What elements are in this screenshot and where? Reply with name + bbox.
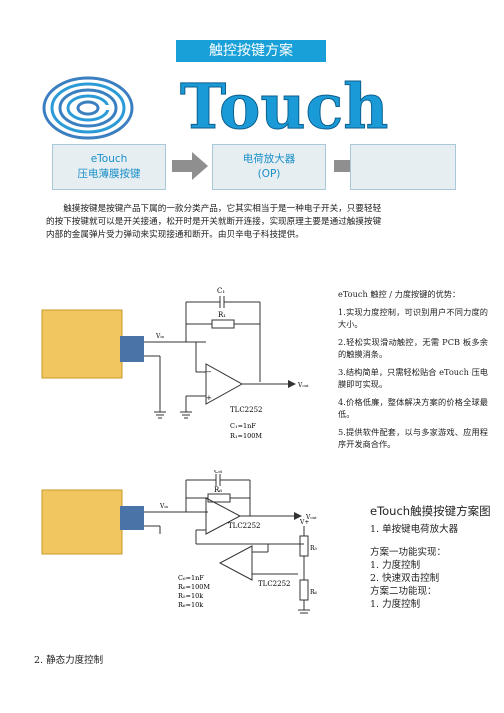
param-c1: C₁=1nF: [230, 422, 256, 430]
scheme-line: 1. 力度控制: [370, 599, 421, 610]
etouch-logo: Touch: [42, 72, 389, 144]
scheme-title: eTouch触摸按键方案图: [370, 504, 491, 518]
op-amp-label: TLC2252: [230, 406, 263, 414]
ra-label: R₅: [310, 545, 318, 552]
param-rb: R₆=10k: [178, 601, 203, 609]
static-force-control-line: 2. 静态力度控制: [34, 655, 104, 666]
svg-text:−: −: [206, 368, 212, 376]
scheme-line: 1. 单按键电荷放大器: [370, 524, 459, 535]
advantages-list: eTouch 触控 / 力度按键的优势： 1.实现力度控制，可识别用户不同力度的…: [338, 288, 488, 456]
c1-label: C₁: [217, 287, 225, 295]
scheme-line: 方案一功能实现：: [370, 547, 447, 558]
fingerprint-e-icon: [42, 76, 134, 140]
connector-icon: [120, 336, 144, 362]
flow-box-sensor-line2: 压电薄膜按键: [77, 168, 141, 180]
flow-box-sensor: eTouch 压电薄膜按键: [52, 144, 166, 190]
scheme-line: 1. 力度控制: [370, 560, 421, 571]
vin-label-2: Vᵢₙ: [159, 503, 169, 510]
advantage-item: 1.实现力度控制，可识别用户不同力度的大小。: [338, 307, 488, 329]
scheme-line: 方案二功能现：: [370, 586, 437, 597]
vplus-label: V+: [299, 519, 309, 526]
r1-label: R₁: [218, 311, 226, 319]
connector-icon: [120, 506, 144, 530]
rf-label: R₆: [214, 486, 222, 494]
flow-box-output: [350, 144, 456, 190]
flow-box-amplifier: 电荷放大器 (OP): [212, 144, 326, 190]
advantages-heading: eTouch 触控 / 力度按键的优势：: [338, 289, 461, 299]
scheme-description: eTouch触摸按键方案图 1. 单按键电荷放大器 方案一功能实现： 1. 力度…: [370, 504, 495, 611]
sensor-film-icon: [41, 309, 123, 379]
vin-label: Vᵢₙ: [155, 333, 165, 340]
svg-text:+: +: [206, 394, 212, 402]
intro-paragraph: 触摸按键是按键产品下属的一款分类产品，它其实相当于是一种电子开关，只要轻轻的按下…: [46, 204, 382, 240]
advantage-item: 2.轻松实现滑动触控，无需 PCB 板多余的触摸消条。: [338, 337, 488, 359]
advantage-item: 4.价格低廉，整体解决方案的价格全球最低。: [338, 397, 488, 419]
circuit-diagram-1: C₁ R₁ Vᵢₙ Vₒᵤₜ − + TLC2252 C₁=1nF R₁=100…: [41, 287, 309, 440]
advantage-item: 3.结构简单，只需轻松贴合 eTouch 压电膜即可实现。: [338, 367, 488, 389]
rb-label: R₆: [310, 589, 318, 596]
op-amp-2-label: TLC2252: [258, 580, 291, 588]
vout-label: Vₒᵤₜ: [297, 382, 309, 389]
op-amp-1-label: TLC2252: [228, 522, 261, 530]
advantage-item: 5.提供软件配套，以与多家游戏、应用程序开发商合作。: [338, 427, 488, 449]
param-ra: R₅=10k: [178, 592, 203, 600]
scheme-line: 2. 快速双击控制: [370, 573, 440, 584]
flow-box-amplifier-line2: (OP): [257, 168, 281, 180]
logo-text: Touch: [180, 72, 388, 143]
param-cf: C₆=1nF: [178, 574, 204, 582]
flow-box-amplifier-line1: 电荷放大器: [242, 153, 296, 165]
vout-label-2: Vₒᵤₜ: [305, 514, 317, 521]
page-title-banner: 触控按键方案: [176, 40, 326, 62]
cf-label: C₆: [214, 470, 222, 475]
circuit-diagram-2: C₆ R₆ Vᵢₙ Vₒᵤₜ TLC2252 TLC2252 V+ R₅ R₆ …: [41, 470, 318, 614]
param-rf: R₆=100M: [178, 583, 210, 591]
sensor-film-icon: [41, 489, 123, 555]
param-r1: R₁=100M: [230, 432, 262, 440]
flow-arrow-1-icon: [172, 152, 208, 180]
flow-box-sensor-line1: eTouch: [90, 153, 128, 165]
